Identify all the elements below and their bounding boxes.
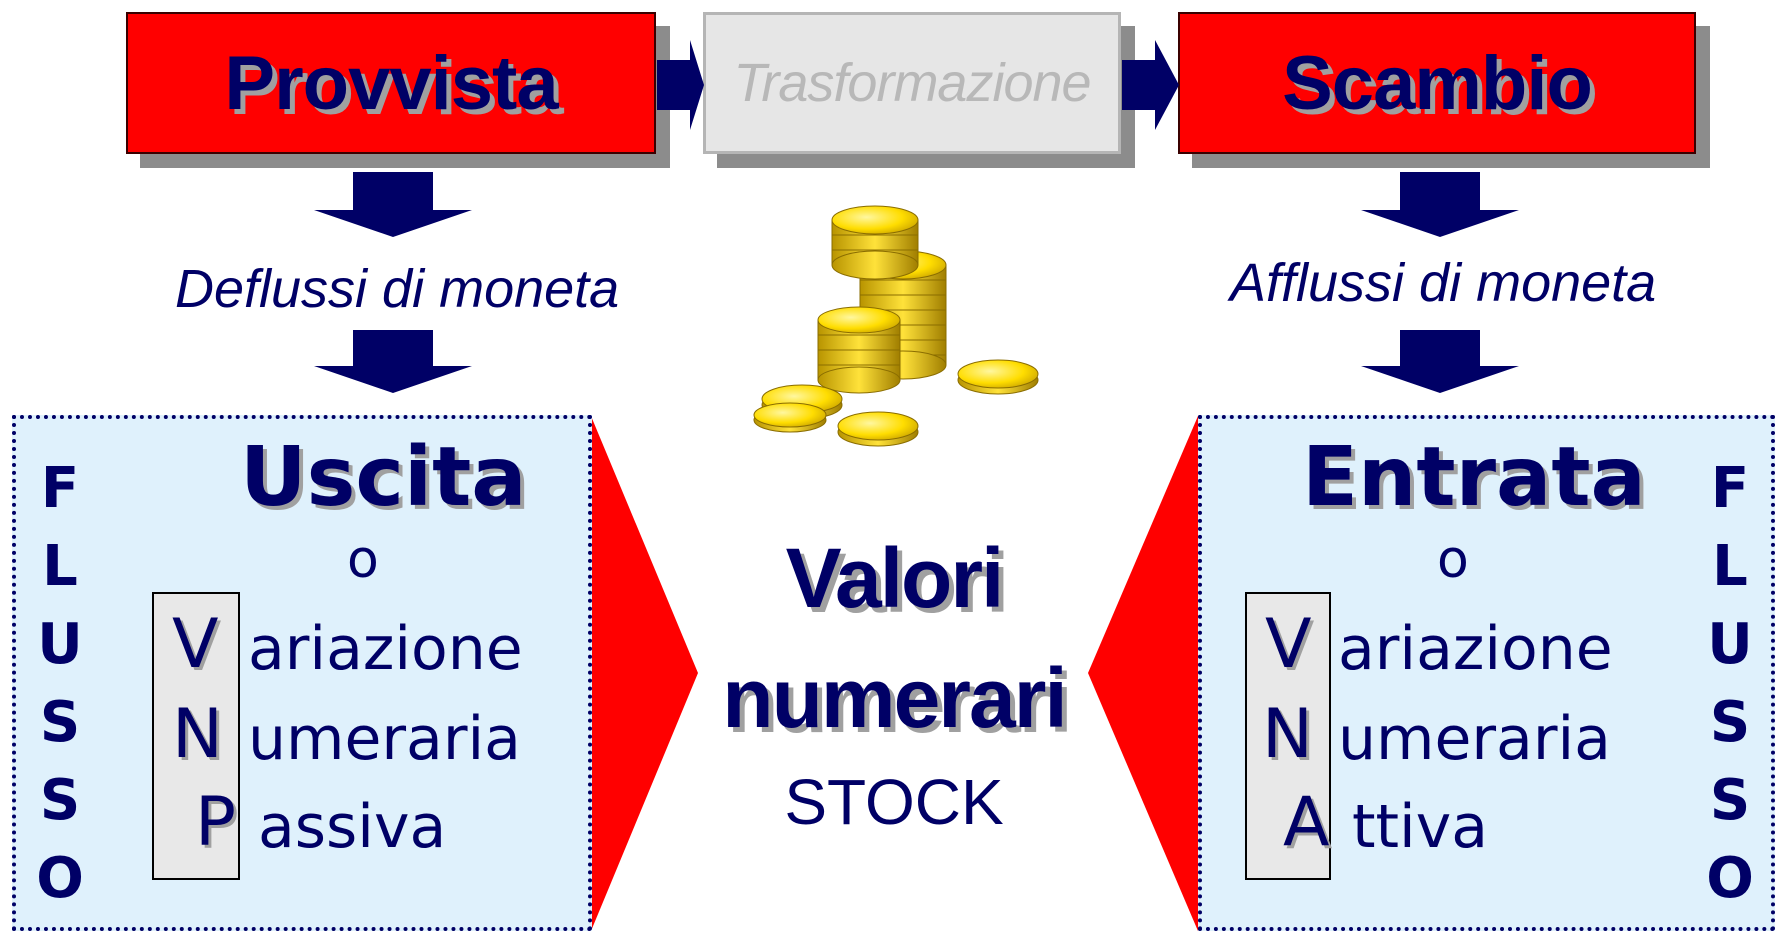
entrata-heading: Entrata — [1302, 430, 1646, 525]
arrow-down-right-1 — [1361, 172, 1519, 237]
vnp-letterbox — [152, 592, 240, 880]
vertical-letter: F — [40, 456, 80, 521]
vertical-letter: S — [39, 768, 81, 833]
row-numeraria: umeraria — [1338, 704, 1611, 774]
arrow-right-2 — [1122, 40, 1179, 130]
vna-letterbox — [1245, 592, 1331, 880]
stock-label: STOCK — [784, 766, 1004, 838]
trasformazione-label: Trasformazione — [733, 53, 1091, 113]
provvista-box: Provvista — [126, 12, 656, 154]
vertical-letter: L — [1712, 534, 1748, 599]
deflussi-label: Deflussi di moneta — [175, 259, 620, 319]
right-or-word: o — [1437, 530, 1469, 590]
vertical-letter: L — [42, 534, 78, 599]
arrow-right-1 — [657, 40, 704, 130]
letter-v: V — [1265, 605, 1312, 684]
letter-a: A — [1283, 783, 1330, 862]
vertical-letter: O — [36, 846, 84, 911]
row-passiva: assiva — [258, 792, 447, 862]
right-vertical-flusso: F L U S S O — [1700, 450, 1760, 918]
letter-n: N — [172, 695, 223, 774]
vertical-letter: U — [37, 612, 83, 677]
afflussi-label: Afflussi di moneta — [1230, 253, 1657, 313]
arrow-down-right-2 — [1361, 330, 1519, 393]
red-arrowhead-left — [591, 416, 698, 931]
vertical-letter: S — [1709, 690, 1751, 755]
uscita-heading: Uscita — [240, 430, 527, 525]
letter-v: V — [172, 605, 219, 684]
vertical-letter: F — [1710, 456, 1750, 521]
letter-p: P — [195, 783, 237, 862]
valori-label: Valori — [785, 531, 1005, 625]
scambio-label: Scambio — [1282, 40, 1593, 126]
red-arrowhead-right — [1088, 416, 1198, 931]
gold-coins-icon — [753, 205, 1039, 447]
left-panel — [12, 415, 592, 931]
row-numeraria: umeraria — [248, 704, 521, 774]
row-variazione: ariazione — [248, 614, 523, 684]
letter-n: N — [1262, 695, 1313, 774]
left-vertical-flusso: F L U S S O — [30, 450, 90, 918]
vertical-letter: O — [1706, 846, 1754, 911]
vertical-letter: S — [1709, 768, 1751, 833]
arrow-down-left-1 — [314, 172, 472, 237]
scambio-box: Scambio — [1178, 12, 1696, 154]
arrow-down-left-2 — [314, 330, 472, 393]
row-variazione: ariazione — [1338, 614, 1613, 684]
vertical-letter: S — [39, 690, 81, 755]
left-or-word: o — [347, 530, 379, 590]
numerari-label: numerari — [722, 651, 1067, 745]
vertical-letter: U — [1707, 612, 1753, 677]
row-attiva: ttiva — [1352, 792, 1488, 862]
trasformazione-box: Trasformazione — [703, 12, 1121, 154]
provvista-label: Provvista — [224, 40, 558, 126]
